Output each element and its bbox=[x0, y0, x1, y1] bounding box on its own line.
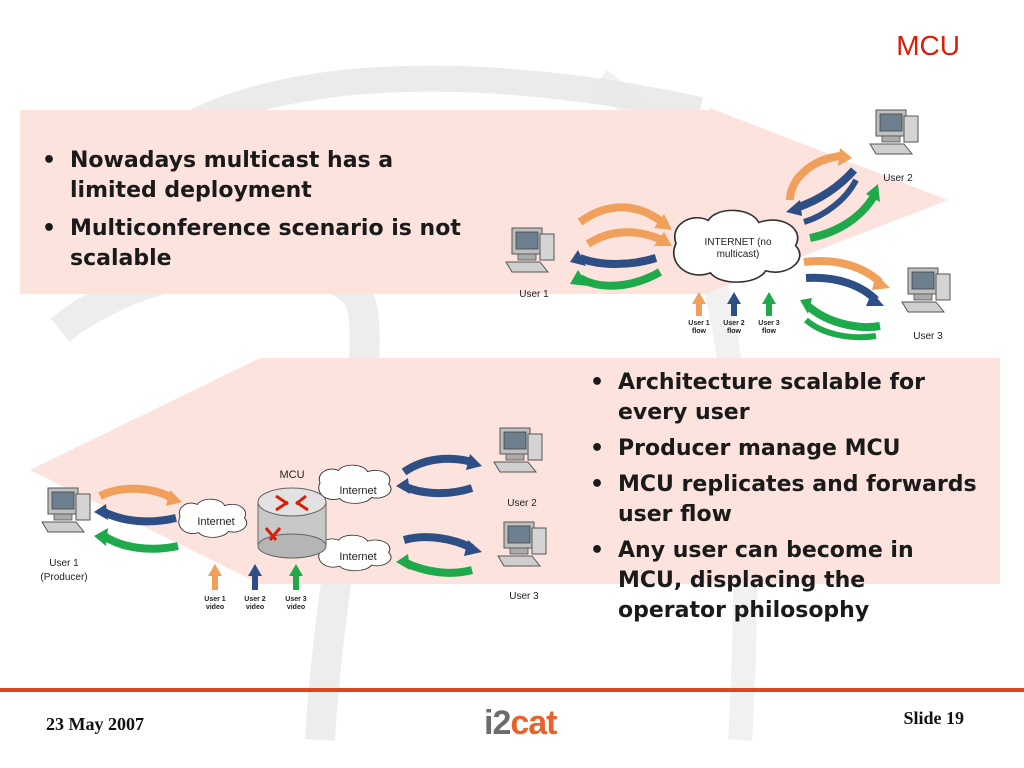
orange-flow-arrow-icon bbox=[577, 203, 665, 226]
bullet-dot-icon: • bbox=[590, 370, 605, 395]
upward-arrow-icon bbox=[289, 564, 303, 590]
internet-label: Internet bbox=[339, 551, 376, 563]
footer-divider bbox=[0, 688, 1024, 692]
bullet-item: •Producer manage MCU bbox=[580, 434, 980, 464]
bullet-item: •Architecture scalable for every user bbox=[590, 370, 925, 425]
router-icon bbox=[257, 487, 327, 559]
user3-computer-icon bbox=[901, 267, 951, 313]
user3-computer-icon bbox=[497, 521, 547, 567]
upward-arrow-icon bbox=[248, 564, 262, 590]
internet-label: Internet bbox=[339, 485, 376, 497]
green-flow-arrow-icon bbox=[577, 268, 662, 290]
upward-arrow-icon bbox=[208, 564, 222, 590]
bullet-dot-icon: • bbox=[42, 216, 57, 241]
mcu-label: MCU bbox=[279, 469, 304, 481]
bullet-dot-icon: • bbox=[42, 148, 57, 173]
top-user3-label: User 3 bbox=[913, 331, 943, 342]
bottom-bullet-list: •Architecture scalable for every user •P… bbox=[580, 368, 980, 632]
user2-computer-icon bbox=[493, 427, 543, 473]
producer-label: (Producer) bbox=[40, 572, 87, 583]
top-user2-label: User 2 bbox=[883, 173, 913, 184]
slide-number: Slide 19 bbox=[903, 708, 964, 728]
top-bullet-list: •Nowadays multicast has a limited deploy… bbox=[32, 146, 482, 282]
upward-arrow-icon bbox=[727, 292, 741, 316]
top-user1-label: User 1 bbox=[519, 289, 549, 300]
bullet-item: •MCU replicates and forwards user flow bbox=[590, 472, 977, 527]
bullet-item: •Multiconference scenario is not scalabl… bbox=[42, 216, 461, 271]
bullet-item: •Nowadays multicast has a limited deploy… bbox=[42, 148, 394, 203]
upward-arrow-icon bbox=[692, 292, 706, 316]
user2-computer-icon bbox=[869, 109, 919, 155]
bullet-dot-icon: • bbox=[590, 538, 605, 563]
slide-title: MCU bbox=[896, 30, 960, 61]
bottom-user3-label: User 3 bbox=[509, 591, 539, 602]
user1-computer-icon bbox=[505, 227, 555, 273]
i2cat-logo: i2cat bbox=[484, 704, 558, 742]
bottom-user2-label: User 2 bbox=[507, 498, 537, 509]
footer-date: 23 May 2007 bbox=[46, 714, 144, 734]
producer-computer-icon bbox=[41, 487, 91, 533]
blue-flow-arrow-icon bbox=[578, 254, 658, 268]
bullet-item: •Any user can become in MCU, displacing … bbox=[590, 538, 914, 623]
internet-label: Internet bbox=[197, 516, 234, 528]
user1-label: User 1 bbox=[49, 558, 79, 569]
upward-arrow-icon bbox=[762, 292, 776, 316]
bullet-dot-icon: • bbox=[590, 436, 605, 461]
bullet-dot-icon: • bbox=[590, 472, 605, 497]
